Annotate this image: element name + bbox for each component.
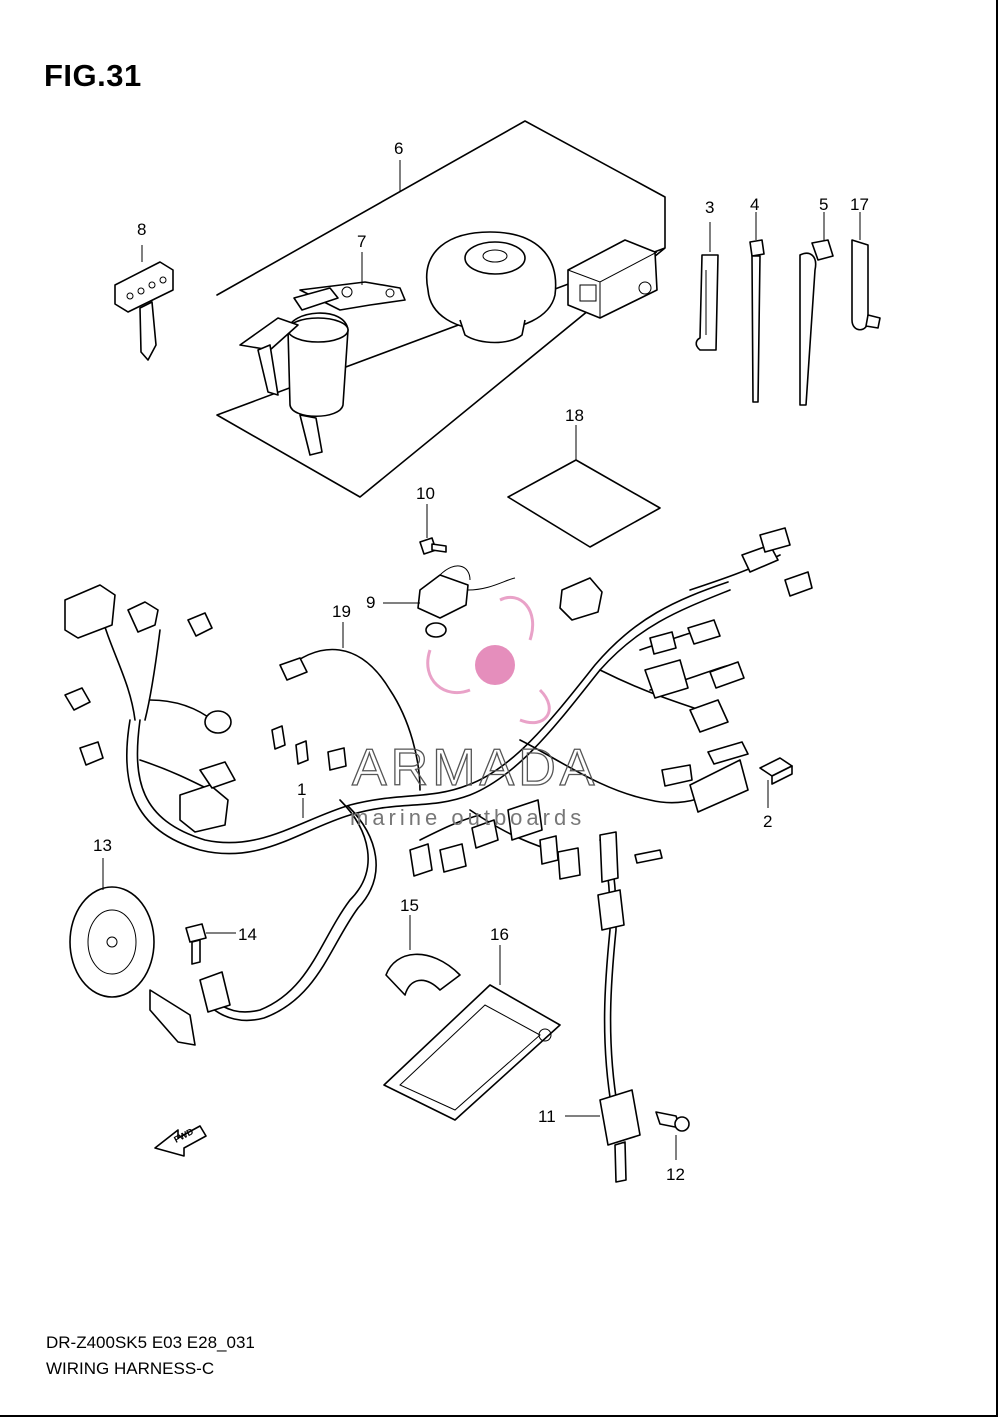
fwd-arrow: FWD: [154, 1125, 207, 1157]
callout-11: 11: [538, 1107, 556, 1126]
switch-9[interactable]: [383, 565, 516, 638]
clamp-3[interactable]: [695, 222, 719, 351]
key-8[interactable]: [114, 245, 174, 361]
watermark-logo: [475, 645, 515, 685]
kit-box-6: [216, 120, 666, 498]
callout-15: 15: [400, 896, 419, 915]
cover-15[interactable]: [385, 915, 461, 996]
cable-tie-4[interactable]: [749, 212, 765, 403]
fuel-cap[interactable]: [425, 231, 557, 344]
figure-title: FIG.31: [44, 58, 142, 93]
cable-tie-5[interactable]: [799, 212, 834, 406]
callout-1: 1: [297, 780, 306, 799]
clamp-17[interactable]: [851, 212, 881, 331]
seat-lock[interactable]: [567, 239, 658, 319]
callout-3: 3: [705, 198, 714, 217]
callout-19: 19: [332, 602, 351, 621]
callout-8: 8: [137, 220, 146, 239]
ignition-switch-7[interactable]: [239, 252, 406, 456]
callout-14: 14: [238, 925, 257, 944]
sensor-11[interactable]: [565, 1089, 641, 1183]
bracket-16[interactable]: [383, 945, 561, 1121]
callout-12: 12: [666, 1165, 685, 1184]
callout-5: 5: [819, 195, 828, 214]
callout-18: 18: [565, 406, 584, 425]
callout-2: 2: [763, 812, 772, 831]
fuse-2[interactable]: [759, 757, 793, 808]
callout-17: 17: [850, 195, 869, 214]
callout-6: 6: [394, 139, 403, 158]
callout-7: 7: [357, 232, 366, 251]
horn-13[interactable]: [69, 858, 196, 1046]
bolt-10[interactable]: [419, 504, 447, 555]
label-sheet-18: [507, 425, 661, 548]
diagram-code: DR-Z400SK5 E03 E28_031: [46, 1333, 255, 1352]
callout-16: 16: [490, 925, 509, 944]
bolt-14[interactable]: [185, 923, 236, 965]
wiring-harness-1[interactable]: [64, 527, 813, 1111]
callout-9: 9: [366, 593, 375, 612]
watermark: ARMADA marine outboards: [350, 595, 598, 830]
callout-4: 4: [750, 195, 759, 214]
watermark-brand: ARMADA: [352, 739, 598, 797]
watermark-tagline: marine outboards: [350, 805, 585, 830]
diagram-name: WIRING HARNESS-C: [46, 1359, 215, 1378]
callout-10: 10: [416, 484, 435, 503]
callout-13: 13: [93, 836, 112, 855]
bolt-12[interactable]: [655, 1111, 690, 1160]
